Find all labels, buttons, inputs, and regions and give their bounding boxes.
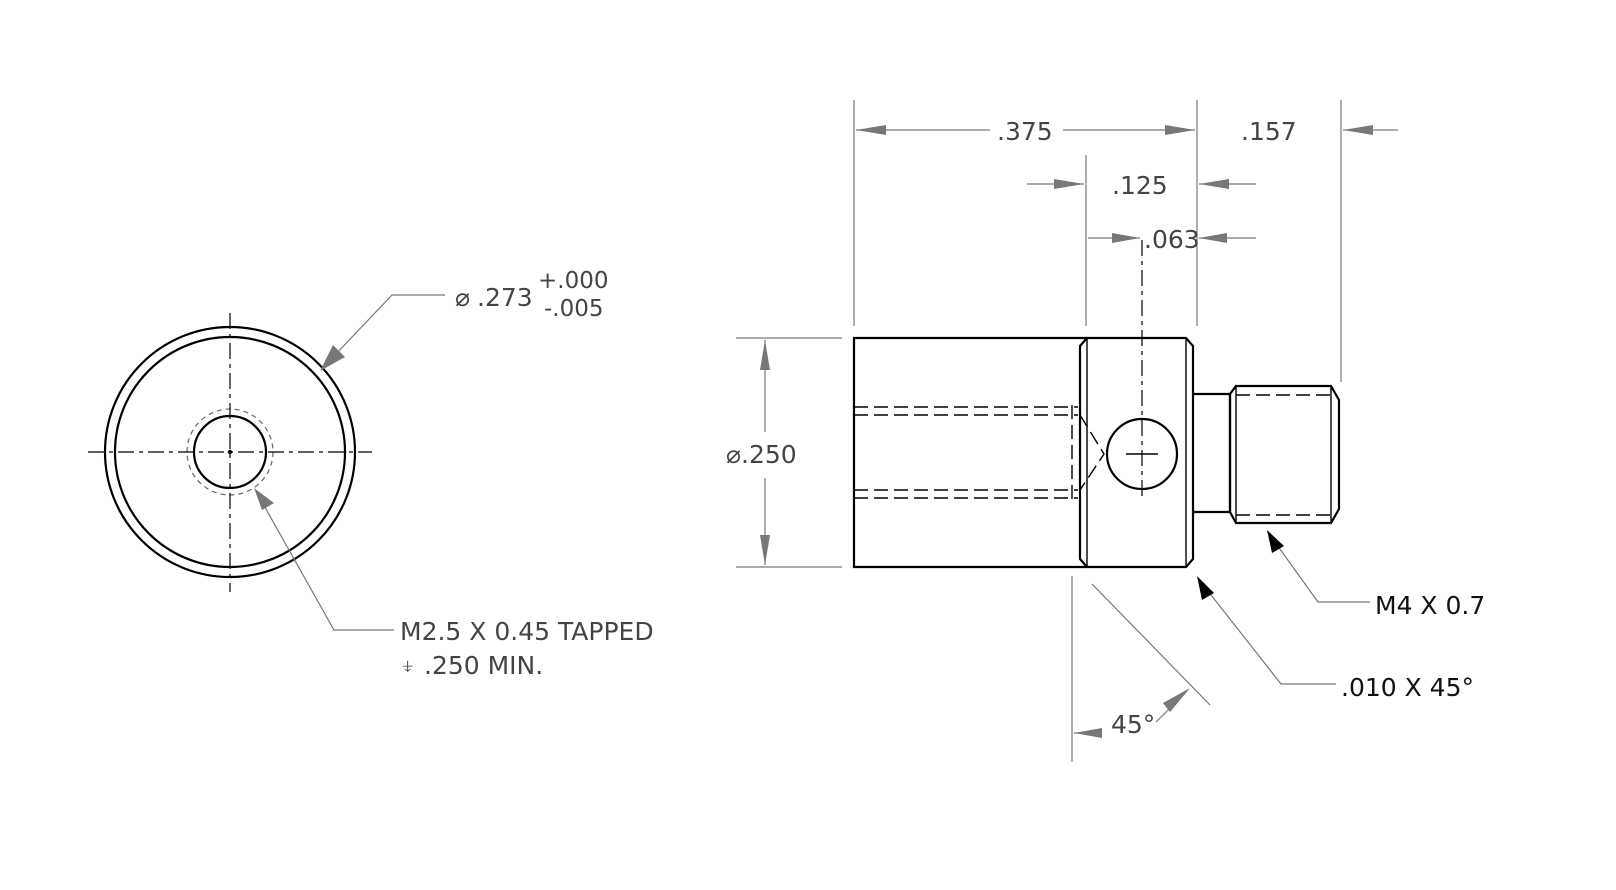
dim-diameter-value: ⌀.250 [726, 440, 797, 469]
diameter-leader-arrow [320, 345, 345, 371]
hidden-drill-point [1079, 414, 1105, 491]
chamfer-callout: .010 X 45° [1341, 673, 1474, 702]
body-outline [852, 336, 1087, 569]
angle-value: 45° [1111, 710, 1155, 739]
diameter-value: .273 [477, 283, 533, 312]
thread-leader-arrow [1267, 530, 1284, 553]
tolerance-plus: +.000 [538, 268, 608, 294]
tolerance-minus: -.005 [544, 296, 604, 322]
dim-hole-offset-value: .063 [1144, 225, 1200, 254]
thread-leader [1271, 537, 1370, 603]
chamfer-leader [1203, 585, 1336, 685]
thread-outline [1228, 384, 1341, 525]
diameter-leader [334, 294, 445, 356]
dim-collar-arrow-right [1199, 179, 1229, 189]
dim-thread-length-arrow [1343, 125, 1373, 135]
angle-arrow-right [1163, 688, 1190, 712]
dim-collar-arrow-left [1054, 179, 1084, 189]
tap-callout-line1: M2.5 X 0.45 TAPPED [400, 617, 654, 646]
front-view: ⌀ .273 +.000 -.005 M2.5 X 0.45 TAPPED ⍖ … [88, 268, 654, 680]
depth-symbol: ⍖ [400, 651, 415, 680]
chamfer-leader-arrow [1197, 576, 1214, 600]
dim-thread-length-value: .157 [1241, 117, 1297, 146]
dim-diameter-arrow-bottom [760, 535, 770, 565]
neck-outline [1193, 392, 1232, 514]
tap-leader [261, 501, 394, 631]
dim-diameter-arrow-top [760, 340, 770, 370]
tap-leader-arrow [254, 488, 274, 510]
dim-hole-offset-arrow-left [1112, 233, 1140, 243]
dim-overall-arrow-left [856, 125, 886, 135]
dim-collar-value: .125 [1112, 171, 1168, 200]
thread-callout: M4 X 0.7 [1375, 591, 1485, 620]
angle-ext-diagonal [1091, 583, 1211, 706]
dim-hole-offset-arrow-right [1199, 233, 1227, 243]
dim-overall-arrow-right [1165, 125, 1195, 135]
diameter-symbol: ⌀ [455, 283, 470, 312]
dim-overall-value: .375 [997, 117, 1053, 146]
tap-callout-line2: .250 MIN. [424, 651, 543, 680]
side-view: .375 .157 .125 .063 ⌀.250 M4 X 0.7 .010 … [726, 100, 1485, 762]
angle-arrow-left [1074, 728, 1102, 738]
